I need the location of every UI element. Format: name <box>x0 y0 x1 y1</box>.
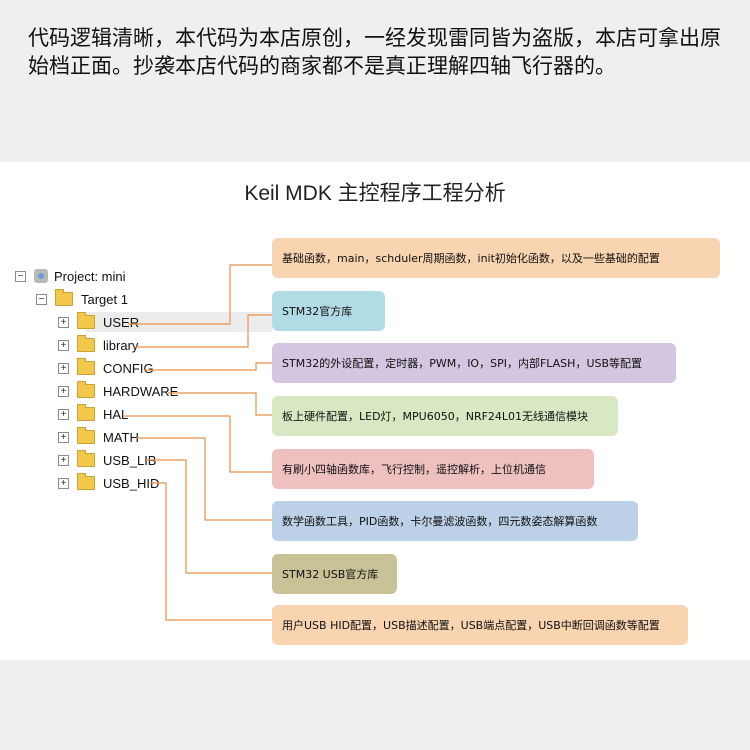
selected-row-highlight <box>86 312 272 332</box>
project-icon <box>34 269 48 283</box>
connector-hardware <box>168 392 272 416</box>
desc-box-user: 基础函数，main，schduler周期函数，init初始化函数，以及一些基础的… <box>272 238 720 278</box>
folder-label: USB_LIB <box>103 452 157 468</box>
folder-icon <box>77 450 95 467</box>
notice-text: 代码逻辑清晰，本代码为本店原创，一经发现雷同皆为盗版，本店可拿出原始档正面。抄袭… <box>28 26 721 78</box>
expand-icon[interactable]: + <box>58 454 69 466</box>
folder-label: USB_HID <box>103 475 160 491</box>
project-label: Project: mini <box>54 268 126 284</box>
desc-box-hardware: 板上硬件配置，LED灯，MPU6050，NRF24L01无线通信模块 <box>272 396 618 436</box>
connector-library <box>133 314 272 348</box>
folder-label: CONFIG <box>103 360 154 376</box>
tree-folder-user[interactable]: + USER <box>58 312 139 332</box>
expand-icon[interactable]: + <box>58 408 69 420</box>
folder-label: USER <box>103 314 140 330</box>
collapse-icon[interactable]: − <box>36 293 47 305</box>
diagram-title: Keil MDK 主控程序工程分析 <box>244 182 506 205</box>
expand-icon[interactable]: + <box>58 362 69 374</box>
expand-icon[interactable]: + <box>58 385 69 397</box>
expand-icon[interactable]: + <box>58 316 69 328</box>
expand-icon[interactable]: + <box>58 431 69 443</box>
connector-usb-hid <box>150 482 272 621</box>
collapse-icon[interactable]: − <box>15 270 26 282</box>
tree-folder-library[interactable]: + library <box>58 335 138 355</box>
desc-box-config: STM32的外设配置，定时器，PWM，IO，SPI，内部FLASH，USB等配置 <box>272 343 676 383</box>
folder-label: HARDWARE <box>103 383 179 399</box>
folder-label: HAL <box>103 406 129 422</box>
desc-box-usb-hid: 用户USB HID配置，USB描述配置，USB端点配置，USB中断回调函数等配置 <box>272 605 688 645</box>
expand-icon[interactable]: + <box>58 477 69 489</box>
folder-label: library <box>103 337 139 353</box>
folder-icon <box>77 358 95 375</box>
tree-folder-config[interactable]: + CONFIG <box>58 358 154 378</box>
tree-project-row[interactable]: − Project: mini <box>15 266 126 286</box>
folder-icon <box>77 427 95 444</box>
connector-usb-lib <box>146 459 272 574</box>
tree-folder-hardware[interactable]: + HARDWARE <box>58 381 178 401</box>
desc-box-usb-lib: STM32 USB官方库 <box>272 554 397 594</box>
tree-folder-usb-lib[interactable]: + USB_LIB <box>58 450 156 470</box>
folder-label: MATH <box>103 429 139 445</box>
tree-folder-hal[interactable]: + HAL <box>58 404 128 424</box>
folder-icon <box>77 473 95 490</box>
connector-user <box>128 264 272 325</box>
folder-icon <box>77 312 95 329</box>
tree-target-row[interactable]: − Target 1 <box>36 289 128 309</box>
desc-box-library: STM32官方库 <box>272 291 385 331</box>
connector-math <box>136 437 272 521</box>
connector-hal <box>124 415 272 473</box>
target-label: Target 1 <box>81 291 128 307</box>
desc-box-hal: 有刷小四轴函数库，飞行控制，遥控解析，上位机通信 <box>272 449 594 489</box>
folder-icon <box>77 404 95 421</box>
folder-icon <box>77 381 95 398</box>
tree-folder-math[interactable]: + MATH <box>58 427 139 447</box>
connector-config <box>144 362 272 371</box>
expand-icon[interactable]: + <box>58 339 69 351</box>
desc-box-math: 数学函数工具，PID函数，卡尔曼滤波函数，四元数姿态解算函数 <box>272 501 638 541</box>
target-folder-icon <box>55 289 73 306</box>
folder-icon <box>77 335 95 352</box>
tree-folder-usb-hid[interactable]: + USB_HID <box>58 473 159 493</box>
